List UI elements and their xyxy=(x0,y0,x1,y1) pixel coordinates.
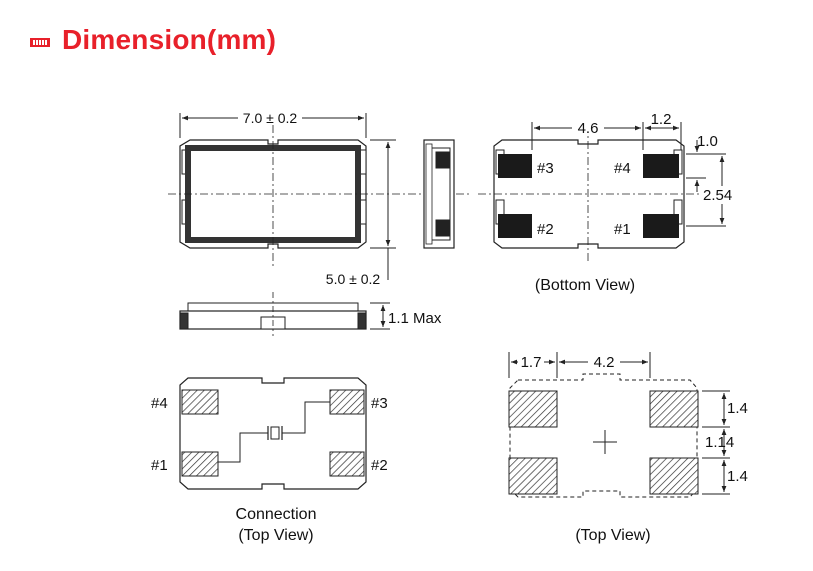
dim-pad-width-label: 1.2 xyxy=(651,111,672,128)
footprint-view xyxy=(508,352,730,498)
dim-width-label: 7.0 ± 0.2 xyxy=(243,110,298,126)
side-view xyxy=(179,292,390,336)
dim-footprint-gap-label: 1.14 xyxy=(705,434,734,451)
dim-pad-height-label: 1.0 xyxy=(697,133,718,150)
connection-pad-label-2: #2 xyxy=(371,457,388,474)
connection-pad-label-3: #3 xyxy=(371,395,388,412)
top-view xyxy=(168,110,470,280)
dim-row-pitch-label: 2.54 xyxy=(703,187,732,204)
footprint-caption: (Top View) xyxy=(575,527,650,544)
dim-footprint-pad1-label: 1.4 xyxy=(727,400,748,417)
dim-footprint-pitch-label: 4.2 xyxy=(594,354,615,371)
dim-pad-pitch-label: 4.6 xyxy=(578,120,599,137)
page-header: Dimension(mm) xyxy=(30,20,276,60)
bottom-view xyxy=(478,120,738,262)
bottom-pad-label-3: #3 xyxy=(537,160,554,177)
bottom-pad-label-4: #4 xyxy=(614,160,631,177)
dim-footprint-pad2-label: 1.4 xyxy=(727,468,748,485)
dim-height-label: 5.0 ± 0.2 xyxy=(326,271,381,287)
connection-caption: Connection xyxy=(236,506,317,523)
connection-view xyxy=(179,377,367,490)
connection-pad-label-4: #4 xyxy=(151,395,168,412)
bottom-pad-label-2: #2 xyxy=(537,221,554,238)
ruler-icon xyxy=(30,37,50,47)
dim-footprint-left-label: 1.7 xyxy=(521,354,542,371)
bottom-pad-label-1: #1 xyxy=(614,221,631,238)
dim-thickness-label: 1.1 Max xyxy=(388,310,442,327)
end-view xyxy=(423,139,455,249)
connection-caption-subtitle: (Top View) xyxy=(238,527,313,544)
page-title: Dimension(mm) xyxy=(62,24,277,55)
connection-pad-label-1: #1 xyxy=(151,457,168,474)
bottom-view-caption: (Bottom View) xyxy=(535,277,635,294)
